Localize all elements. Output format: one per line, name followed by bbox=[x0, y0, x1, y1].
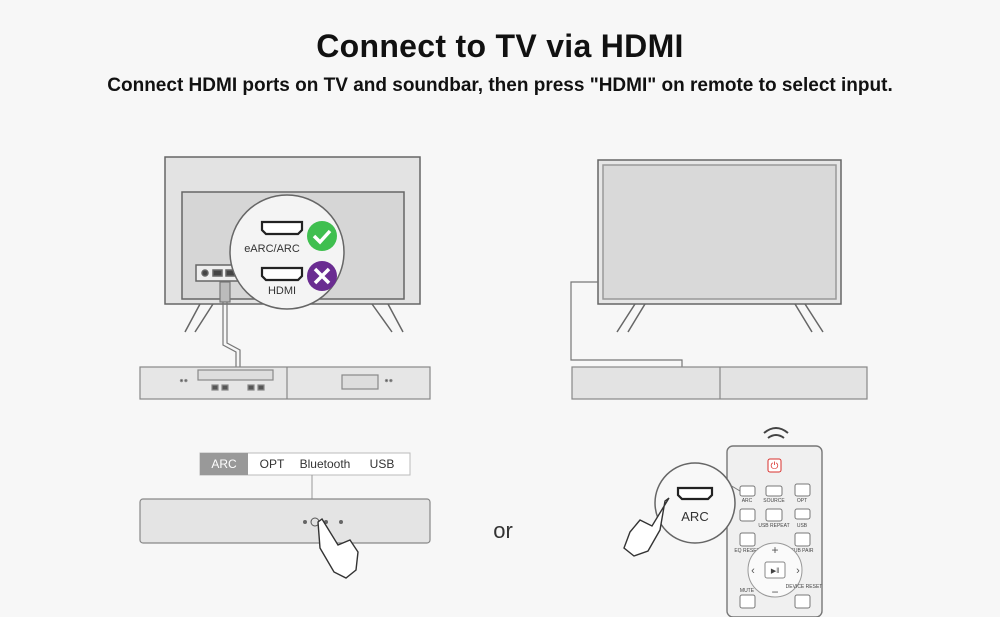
volume-up-icon: + bbox=[771, 543, 778, 557]
soundbar-front bbox=[571, 366, 868, 400]
remote-control: ⏻ ARC SOURCE OPT USB REPEAT USB EQ RESET… bbox=[726, 445, 823, 617]
sub-pair-label: SUB PAIR bbox=[791, 548, 814, 554]
play-pause-icon: ▶‖ bbox=[771, 568, 779, 575]
soundbar-rear: ● ● ● ● bbox=[139, 366, 431, 400]
hdmi-port-icon bbox=[676, 486, 714, 501]
arc-button bbox=[739, 485, 756, 497]
svg-text:● ●: ● ● bbox=[385, 378, 392, 384]
tv-front bbox=[597, 159, 842, 333]
arc-callout-label: ARC bbox=[681, 509, 708, 524]
or-separator: or bbox=[493, 518, 513, 543]
mute-button bbox=[739, 594, 756, 609]
hdmi-port-icon bbox=[260, 220, 304, 236]
remote-arc-callout: ARC bbox=[654, 462, 741, 544]
volume-down-icon: − bbox=[771, 585, 778, 599]
svg-text:● ●: ● ● bbox=[180, 378, 187, 384]
play-pause-button bbox=[764, 561, 786, 579]
check-icon bbox=[307, 221, 337, 251]
hdmi-port-label: HDMI bbox=[268, 285, 296, 297]
soundbar-top bbox=[139, 498, 431, 544]
input-option-usb: USB bbox=[370, 457, 395, 471]
tv-ports-callout: eARC/ARC HDMI bbox=[229, 194, 345, 310]
page-title: Connect to TV via HDMI bbox=[316, 28, 684, 64]
page-subtitle: Connect HDMI ports on TV and soundbar, t… bbox=[107, 75, 893, 96]
usb-button bbox=[794, 508, 811, 520]
wireless-signal-icon bbox=[763, 427, 789, 439]
opt-button bbox=[794, 483, 811, 497]
hdmi-cable bbox=[570, 281, 683, 367]
chevron-right-icon: › bbox=[796, 565, 800, 577]
bluetooth-button bbox=[739, 508, 756, 522]
mute-label: MUTE bbox=[740, 588, 755, 594]
usb-repeat-label: USB REPEAT bbox=[758, 523, 789, 529]
device-reset-button bbox=[794, 594, 811, 609]
source-button bbox=[765, 485, 783, 497]
usb-repeat-button bbox=[765, 508, 783, 522]
power-icon: ⏻ bbox=[771, 461, 779, 472]
source-button-label: SOURCE bbox=[763, 498, 785, 504]
sub-pair-button bbox=[794, 532, 811, 547]
eq-reset-label: EQ RESET bbox=[734, 548, 759, 554]
earc-port-label: eARC/ARC bbox=[244, 243, 300, 255]
input-option-opt: OPT bbox=[260, 457, 285, 471]
power-button bbox=[767, 458, 782, 473]
hdmi-port-icon bbox=[260, 266, 304, 282]
opt-button-label: OPT bbox=[797, 498, 807, 504]
device-reset-label: DEVICE RESET bbox=[786, 584, 823, 590]
arc-button-label: ARC bbox=[742, 498, 753, 504]
tab-arc-selected bbox=[200, 453, 248, 475]
hand-pointer-icon bbox=[317, 517, 359, 579]
usb-button-label: USB bbox=[797, 523, 808, 529]
input-option-bluetooth: Bluetooth bbox=[300, 457, 351, 471]
input-selector: ARC OPT Bluetooth USB bbox=[199, 452, 411, 520]
chevron-left-icon: ‹ bbox=[751, 565, 755, 577]
hand-pointer-icon bbox=[623, 497, 670, 557]
input-option-arc: ARC bbox=[211, 457, 237, 471]
eq-reset-button bbox=[739, 532, 756, 547]
